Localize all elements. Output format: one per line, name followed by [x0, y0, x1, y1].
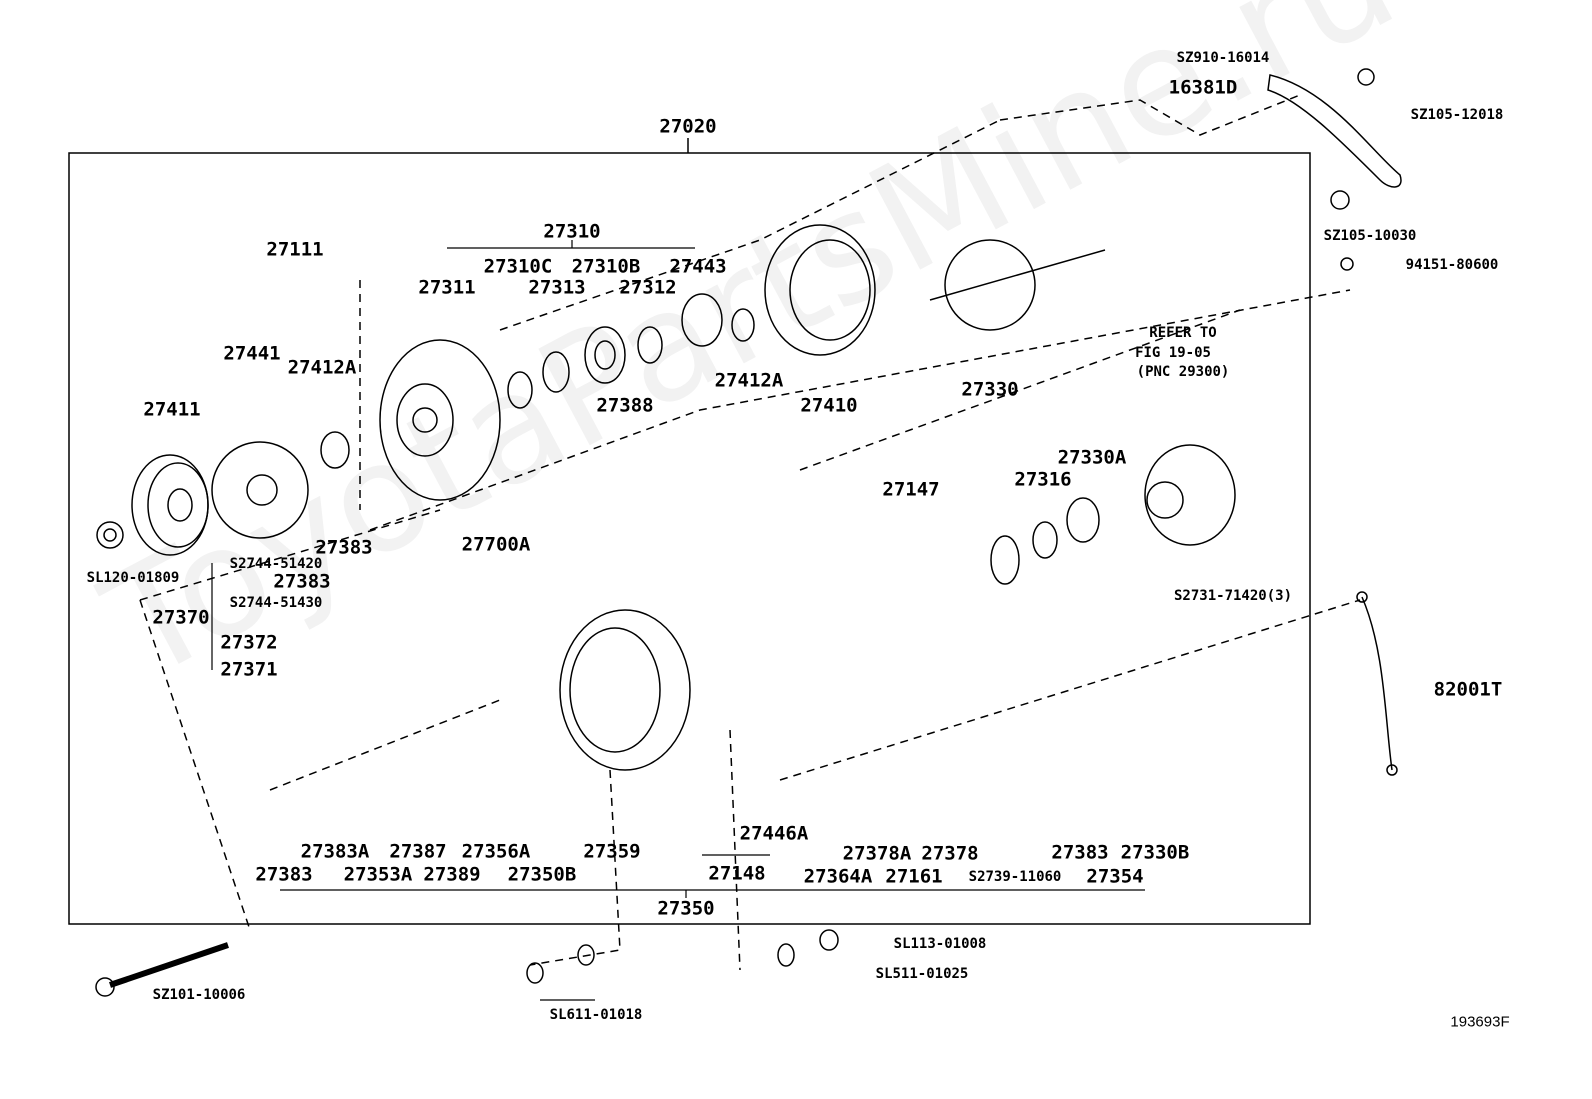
part-label-27383[interactable]: 27383: [315, 536, 373, 559]
part-label-27389[interactable]: 27389: [423, 863, 481, 886]
cable-82001T: [1356, 591, 1398, 776]
assembly-frame: [68, 152, 1311, 925]
part-label-27353a[interactable]: 27353A: [343, 863, 413, 886]
part-label-27350b[interactable]: 27350B: [507, 863, 577, 886]
part-label-27310c[interactable]: 27310C: [483, 255, 553, 278]
part-label-27312[interactable]: 27312: [619, 276, 677, 299]
part-label-27446a[interactable]: 27446A: [739, 822, 809, 845]
part-label-27330b[interactable]: 27330B: [1120, 841, 1190, 864]
part-label-sz101-10006[interactable]: SZ101-10006: [152, 987, 246, 1003]
part-label-27410[interactable]: 27410: [800, 394, 858, 417]
part-label-27311[interactable]: 27311: [418, 276, 476, 299]
stator-27410: [764, 224, 876, 356]
part-label-27383a[interactable]: 27383A: [300, 840, 370, 863]
pulley-27411: [131, 454, 209, 556]
part-label-27020[interactable]: 27020: [659, 115, 717, 138]
part-label-27378[interactable]: 27378: [921, 842, 979, 865]
part-label-27359[interactable]: 27359: [583, 840, 641, 863]
part-label-27441[interactable]: 27441: [223, 342, 281, 365]
refer-note-line-3: (PNC 29300): [1136, 364, 1230, 380]
rectifier-end-frame: [1144, 444, 1236, 546]
part-label-27147[interactable]: 27147: [882, 478, 940, 501]
part-label-27412a[interactable]: 27412A: [714, 369, 784, 392]
part-label-27378a[interactable]: 27378A: [842, 842, 912, 865]
figure-code: 193693F: [1450, 1013, 1510, 1031]
part-label-16381d[interactable]: 16381D: [1168, 76, 1238, 99]
part-label-sl113-01008[interactable]: SL113-01008: [893, 936, 987, 952]
part-label-27354[interactable]: 27354: [1086, 865, 1144, 888]
part-label-27316[interactable]: 27316: [1014, 468, 1072, 491]
part-label-27161[interactable]: 27161: [885, 865, 943, 888]
part-label-27313[interactable]: 27313: [528, 276, 586, 299]
part-label-27356a[interactable]: 27356A: [461, 840, 531, 863]
part-label-27443[interactable]: 27443: [669, 255, 727, 278]
bearing-27330A: [990, 497, 1100, 585]
assembly-guide-lines: [139, 94, 1361, 971]
spacer-27412A: [320, 431, 350, 469]
part-label-sl511-01025[interactable]: SL511-01025: [875, 966, 969, 982]
part-label-27383[interactable]: 27383: [1051, 841, 1109, 864]
part-label-82001t[interactable]: 82001T: [1433, 678, 1503, 701]
part-label-94151-80600[interactable]: 94151-80600: [1405, 257, 1499, 273]
refer-note-line-2: FIG 19-05: [1135, 345, 1211, 361]
part-label-sz910-16014[interactable]: SZ910-16014: [1176, 50, 1270, 66]
rear-cover-27359: [559, 609, 691, 771]
part-label-s2744-51420[interactable]: S2744-51420: [229, 556, 323, 572]
part-label-27310b[interactable]: 27310B: [571, 255, 641, 278]
fan-27441: [211, 441, 309, 539]
part-label-27411[interactable]: 27411: [143, 398, 201, 421]
part-label-27383[interactable]: 27383: [273, 570, 331, 593]
part-label-27700a[interactable]: 27700A: [461, 533, 531, 556]
part-label-27370[interactable]: 27370: [152, 606, 210, 629]
washers: [526, 68, 1375, 984]
rotor-27330: [929, 239, 1106, 331]
part-label-27330a[interactable]: 27330A: [1057, 446, 1127, 469]
part-label-27387[interactable]: 27387: [389, 840, 447, 863]
part-label-27350[interactable]: 27350: [657, 897, 715, 920]
part-label-27412a[interactable]: 27412A: [287, 356, 357, 379]
part-label-sl611-01018[interactable]: SL611-01018: [549, 1007, 643, 1023]
part-label-27383[interactable]: 27383: [255, 863, 313, 886]
part-label-sl120-01809[interactable]: SL120-01809: [86, 570, 180, 586]
part-label-27364a[interactable]: 27364A: [803, 865, 873, 888]
bracket-16381D: [1267, 74, 1402, 188]
part-label-27148[interactable]: 27148: [708, 862, 766, 885]
part-label-sz105-10030[interactable]: SZ105-10030: [1323, 228, 1417, 244]
part-label-s2739-11060[interactable]: S2739-11060: [968, 869, 1062, 885]
drive-end-frame-27311: [379, 339, 501, 501]
part-label-s2731-71420-3-[interactable]: S2731-71420(3): [1173, 588, 1293, 604]
part-label-27111[interactable]: 27111: [266, 238, 324, 261]
part-label-s2744-51430[interactable]: S2744-51430: [229, 595, 323, 611]
bolt-sz101: [95, 942, 229, 997]
bearing-parts: [507, 293, 755, 409]
refer-note-line-1: REFER TO: [1149, 325, 1217, 341]
nut-sl120: [96, 521, 124, 549]
part-label-sz105-12018[interactable]: SZ105-12018: [1410, 107, 1504, 123]
part-label-27310[interactable]: 27310: [543, 220, 601, 243]
part-label-27371[interactable]: 27371: [220, 658, 278, 681]
part-label-27330[interactable]: 27330: [961, 378, 1019, 401]
leader-lines: [211, 240, 1145, 1001]
part-label-27372[interactable]: 27372: [220, 631, 278, 654]
part-label-27388[interactable]: 27388: [596, 394, 654, 417]
